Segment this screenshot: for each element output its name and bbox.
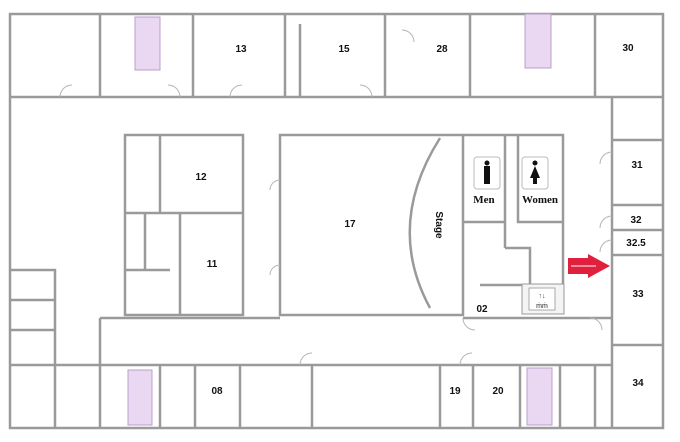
room-20[interactable]: 20 xyxy=(492,386,504,397)
room-34[interactable]: 34 xyxy=(632,378,644,389)
stairs-bottom-right xyxy=(526,367,553,426)
svg-text:↑↓: ↑↓ xyxy=(539,293,546,300)
elevator-icon: ↑↓ ṁṁ xyxy=(521,283,565,315)
you-are-here-arrow-icon xyxy=(568,254,610,278)
room-11[interactable]: 11 xyxy=(207,259,218,270)
room-19[interactable]: 19 xyxy=(449,386,461,397)
room-28[interactable]: 28 xyxy=(436,44,448,55)
room-15[interactable]: 15 xyxy=(338,44,350,55)
room-32-5[interactable]: 32.5 xyxy=(626,238,646,249)
room-08[interactable]: 08 xyxy=(211,386,223,397)
room-32[interactable]: 32 xyxy=(630,215,642,226)
stairs-top-left xyxy=(134,16,161,71)
women-label: Women xyxy=(522,194,558,206)
room-labels: 13 15 28 30 12 11 17 31 32 32.5 33 34 02… xyxy=(195,43,646,397)
stairs-bottom-left xyxy=(127,369,153,426)
svg-text:ṁṁ: ṁṁ xyxy=(536,303,548,310)
room-31[interactable]: 31 xyxy=(631,160,643,171)
men-restroom-icon xyxy=(473,156,501,190)
walls xyxy=(8,12,665,430)
room-02[interactable]: 02 xyxy=(476,304,488,315)
men-label: Men xyxy=(473,194,494,206)
room-30[interactable]: 30 xyxy=(622,43,634,54)
women-restroom-icon xyxy=(521,156,549,190)
room-33[interactable]: 33 xyxy=(632,289,644,300)
doors xyxy=(59,29,613,366)
room-13[interactable]: 13 xyxy=(235,44,247,55)
room-12[interactable]: 12 xyxy=(195,172,207,183)
room-17[interactable]: 17 xyxy=(344,219,356,230)
stairs-top-right xyxy=(524,13,552,69)
stage-label: Stage xyxy=(433,211,444,239)
